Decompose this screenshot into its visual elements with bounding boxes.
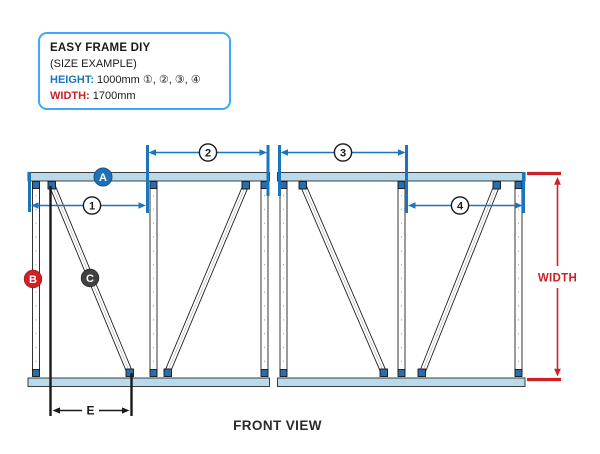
clamp-icon xyxy=(163,368,172,377)
info-width-line: WIDTH:1700mm xyxy=(50,88,229,104)
clamp-icon xyxy=(417,368,426,377)
dim-marker-1-label: 1 xyxy=(89,201,95,213)
dim-marker-3: 3 xyxy=(333,143,353,162)
clamp-icon xyxy=(32,369,40,377)
caption-front-view: FRONT VIEW xyxy=(233,418,322,433)
frame-structure xyxy=(27,172,526,387)
clamp-icon xyxy=(149,369,158,377)
top-rail-right xyxy=(277,172,526,182)
rails xyxy=(27,172,526,387)
post-rivet-marks xyxy=(35,195,519,365)
bottom-rail-right xyxy=(277,377,526,387)
badge-c: C xyxy=(80,268,100,288)
clamp-icon xyxy=(397,369,406,377)
diagonal-brace-4 xyxy=(419,183,500,375)
height-value: 1000mm ①, ②, ③, ④ xyxy=(97,74,201,86)
clamp-icon xyxy=(149,181,158,189)
clamp-icon xyxy=(397,181,406,189)
dim-marker-1: 1 xyxy=(82,196,102,215)
clamp-icon xyxy=(379,368,388,377)
dimension-arrows xyxy=(31,149,523,209)
clamp-icon xyxy=(47,181,56,190)
diagonal-brace-2 xyxy=(164,183,249,375)
part-badges: A B C xyxy=(23,167,113,289)
clamp-icon xyxy=(241,181,250,190)
info-title: EASY FRAME DIY xyxy=(50,42,151,54)
blue-dimensions xyxy=(28,145,525,213)
dimension-width-label: WIDTH xyxy=(538,273,577,285)
badge-b-label: B xyxy=(29,274,37,286)
dim-marker-2: 2 xyxy=(198,143,218,162)
connector-clamps xyxy=(32,181,523,377)
clamp-icon xyxy=(32,181,40,189)
dim-marker-2-label: 2 xyxy=(205,148,211,160)
dimension-e-label: E xyxy=(86,404,94,418)
size-example-info-box: EASY FRAME DIY (SIZE EXAMPLE) HEIGHT:100… xyxy=(38,32,231,110)
diagonal-brace-3 xyxy=(300,183,387,375)
bottom-rail-left xyxy=(27,377,270,387)
dim-marker-4: 4 xyxy=(450,196,470,215)
badge-b: B xyxy=(23,269,43,289)
clamp-icon xyxy=(492,181,501,190)
info-height-line: HEIGHT:1000mm ①, ②, ③, ④ xyxy=(50,72,229,88)
height-label: HEIGHT: xyxy=(50,74,94,86)
dimension-markers: 1 2 3 4 xyxy=(82,143,470,215)
dimension-width: WIDTH xyxy=(527,171,577,382)
diagonal-braces xyxy=(49,183,500,375)
dim-marker-3-label: 3 xyxy=(340,148,346,160)
clamp-icon xyxy=(514,369,523,377)
clamp-icon xyxy=(260,369,269,377)
dim-marker-4-label: 4 xyxy=(457,201,464,213)
clamp-icon xyxy=(279,181,288,189)
clamp-icon xyxy=(298,181,307,190)
dimension-e-arrows xyxy=(52,407,130,414)
width-value: 1700mm xyxy=(92,90,136,102)
width-label: WIDTH: xyxy=(50,90,90,102)
clamp-icon xyxy=(125,368,134,377)
extension-lines xyxy=(28,145,525,213)
badge-a: A xyxy=(93,167,113,187)
vertical-posts xyxy=(32,185,523,372)
badge-a-label: A xyxy=(99,172,107,184)
info-subtitle: (SIZE EXAMPLE) xyxy=(50,58,137,70)
dimension-width-arrows xyxy=(554,177,561,377)
clamp-icon xyxy=(514,181,523,189)
clamp-icon xyxy=(279,369,288,377)
badge-c-label: C xyxy=(86,273,94,285)
dimension-e: E xyxy=(49,186,133,418)
